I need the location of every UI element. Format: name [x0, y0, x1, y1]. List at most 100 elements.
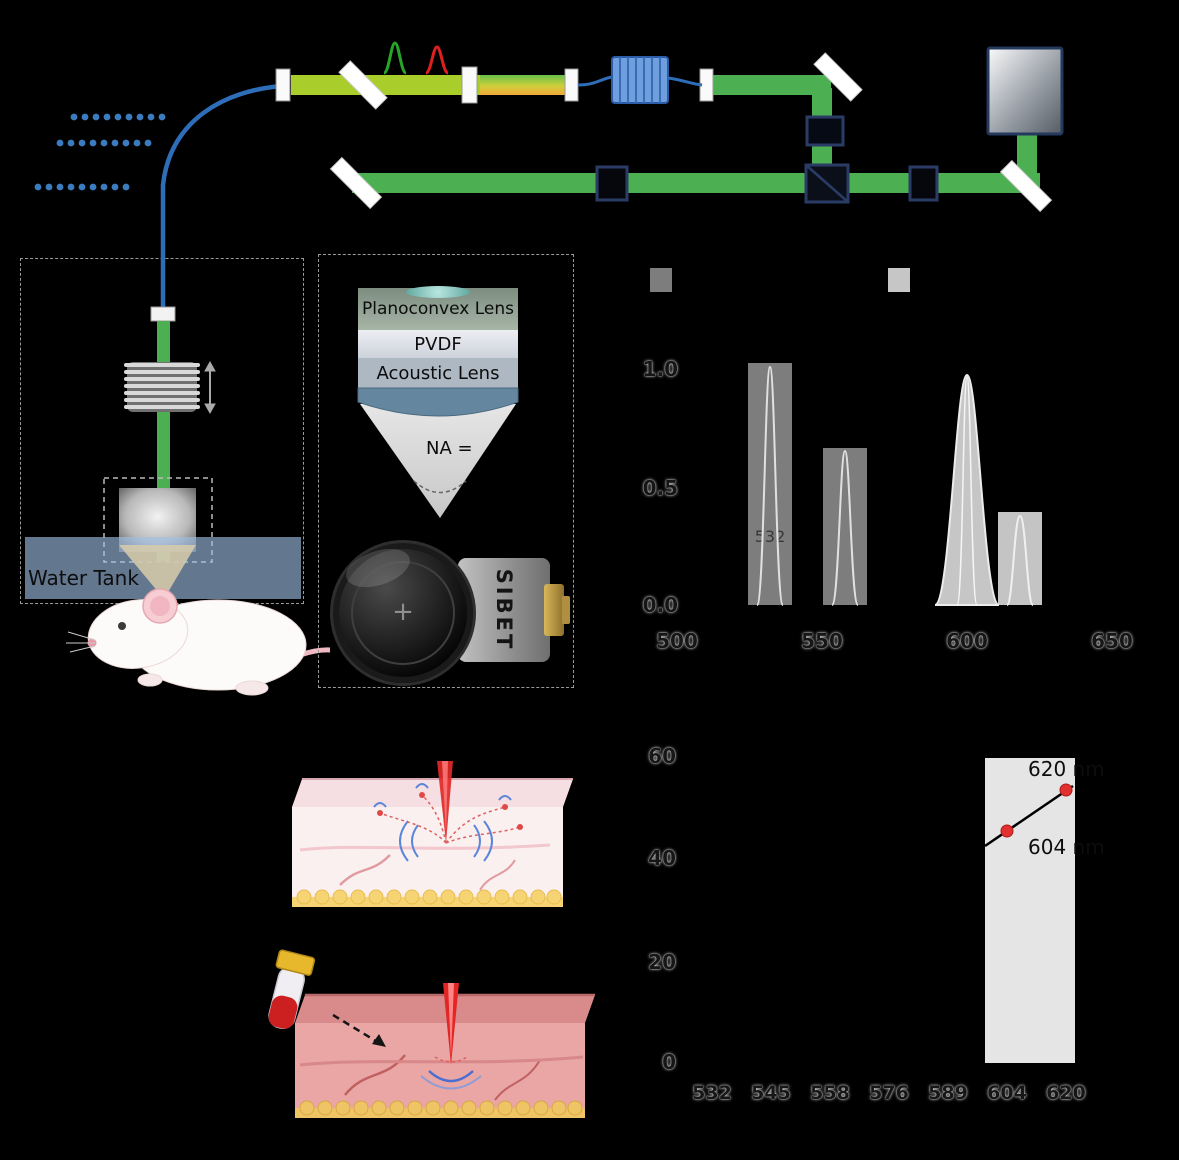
laser-line-620 [1006, 514, 1034, 606]
transducer-panel [318, 254, 574, 688]
transducer-brand-label: SIBET [492, 568, 516, 652]
focal-cone [360, 404, 516, 518]
y-tick: 20 [648, 950, 676, 974]
skin-diagram-phantom [292, 761, 573, 907]
pvdf-label: PVDF [414, 333, 462, 355]
fat-layer [292, 889, 563, 907]
x-tick: 589 [928, 1082, 968, 1104]
data-point-620 [1059, 783, 1073, 797]
planoconvex-lens-label: Planoconvex Lens [361, 299, 515, 319]
trend-line [984, 784, 1074, 848]
x-tick: 600 [946, 629, 988, 653]
pvdf-layer: PVDF [358, 330, 518, 358]
green-beam-lower [352, 173, 1040, 193]
dual-color-beam [480, 75, 568, 95]
signal-vs-wavelength-chart: 60 40 20 0 620 nm 604 nm 532 545 558 576… [630, 735, 1179, 1115]
imaging-setup-drawing [25, 250, 330, 696]
fiber-port-icon [275, 68, 291, 102]
blood-vessels [299, 843, 551, 891]
red-laser-line-icon [425, 45, 449, 75]
x-tick: 532 [692, 1082, 732, 1104]
mirror-icon [338, 60, 388, 110]
photoacoustic-sources [377, 792, 523, 844]
green-beam-to-camera [1017, 134, 1037, 178]
absorption-spectra-chart: 1.0 0.5 0.0 532 500 550 600 650 [630, 255, 1179, 655]
x-tick: 558 [810, 1082, 850, 1104]
acoustic-lens-label: Acoustic Lens [376, 362, 500, 384]
laser-core [448, 983, 454, 1057]
sma-connector-icon [544, 584, 564, 636]
objective-lens-icon [124, 362, 200, 412]
fiber-lead [577, 75, 613, 87]
ultrasound-waves-icon [420, 1056, 482, 1090]
fat-layer [295, 1100, 585, 1118]
annotation-620nm: 620 nm [1028, 757, 1105, 781]
transducer-photo: SIBET + [330, 540, 570, 686]
transducer-cone-drawing [357, 387, 519, 518]
blood-vessels [299, 1054, 584, 1101]
annotation-604nm: 604 nm [1028, 835, 1105, 859]
green-beam-top [713, 75, 831, 95]
connector-tip-icon [562, 596, 570, 624]
acoustic-lens-layer: Acoustic Lens [358, 358, 518, 388]
mirror-icon [999, 159, 1053, 213]
ultrasound-waves-icon [373, 783, 512, 862]
x-tick: 604 [987, 1082, 1027, 1104]
laser-line-558 [831, 449, 859, 606]
y-tick: 0.0 [642, 593, 678, 617]
optical-path-diagram [34, 41, 1064, 250]
x-tick: 545 [751, 1082, 791, 1104]
beamsplitter-icon [804, 163, 850, 204]
filter-icon [805, 115, 845, 147]
absorption-bar-532 [748, 363, 792, 605]
skin-diagram-in-vivo [268, 949, 595, 1118]
mouse-illustration [66, 588, 330, 696]
dye-beam [291, 75, 480, 95]
optic-plate-icon [461, 66, 478, 104]
fiber-spool-icon [611, 56, 669, 104]
legend-swatch-light [888, 268, 910, 292]
y-tick: 40 [648, 846, 676, 870]
na-dashed-arc [413, 480, 467, 494]
mirror-icon [329, 156, 383, 210]
absorption-bar-620 [998, 512, 1042, 605]
injection-dashed-arrow-icon [332, 1013, 386, 1047]
filter-icon [595, 165, 629, 202]
mirror-icon [813, 52, 863, 102]
blood-tube-icon [268, 949, 316, 1030]
na-label: NA = [426, 438, 473, 459]
y-tick: 60 [648, 744, 676, 768]
concave-lens-body [357, 387, 519, 417]
x-tick: 500 [656, 629, 698, 653]
optical-fiber [160, 83, 284, 250]
acoustic-coupling-cone [119, 545, 196, 599]
line-plot-overlay [984, 783, 1074, 848]
legend-swatch-dark [650, 268, 672, 292]
fiber-lead [667, 76, 703, 87]
x-tick: 576 [869, 1082, 909, 1104]
laser-line-532 [756, 365, 784, 606]
green-laser-line-icon [383, 41, 407, 75]
x-tick: 620 [1046, 1082, 1086, 1104]
laser-line-600 [956, 376, 978, 606]
lens-glass-icon [406, 286, 470, 298]
x-tick: 650 [1091, 629, 1133, 653]
focus-adjust-arrow-icon [204, 360, 216, 415]
camera-icon [986, 46, 1064, 136]
filter-icon [908, 165, 939, 202]
x-tick: 550 [801, 629, 843, 653]
fiber-coupler-icon [564, 68, 579, 102]
lens-center-cross-icon: + [392, 596, 414, 627]
planoconvex-lens-layer: Planoconvex Lens [358, 286, 518, 330]
absorption-bar-558 [823, 448, 867, 605]
lens-inner-ring [351, 561, 455, 665]
highlight-band [985, 758, 1075, 1063]
transducer-lens-face: + [330, 540, 476, 686]
fiber-connector-icon [150, 306, 176, 322]
fiber-bundle-dots-icon [34, 113, 166, 191]
water-tank-label: Water Tank [28, 566, 139, 590]
skin-top-face [295, 995, 595, 1023]
y-tick: 0 [662, 1050, 676, 1074]
data-point-604 [1000, 824, 1014, 838]
